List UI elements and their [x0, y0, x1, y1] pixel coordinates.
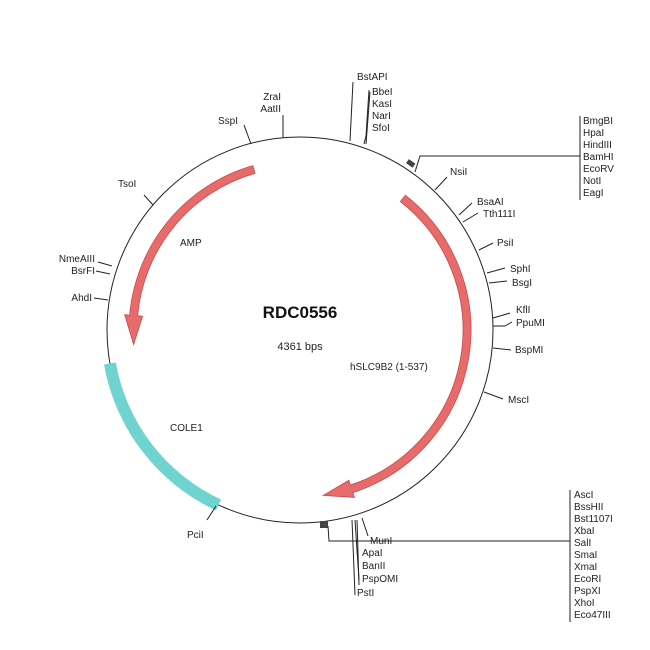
- svg-text:BsaAI: BsaAI: [477, 197, 504, 208]
- svg-text:ZraI: ZraI: [263, 92, 281, 103]
- svg-text:EcoRV: EcoRV: [583, 164, 614, 175]
- svg-text:EcoRI: EcoRI: [574, 574, 601, 585]
- site-sspi: SspI: [218, 116, 252, 145]
- svg-text:AscI: AscI: [574, 490, 593, 501]
- svg-text:PsiI: PsiI: [497, 238, 514, 249]
- site-psii: PsiI: [478, 238, 514, 251]
- svg-text:BsgI: BsgI: [512, 278, 532, 289]
- site-pcii: PciI: [187, 505, 217, 541]
- svg-text:NotI: NotI: [583, 176, 601, 187]
- svg-text:BanII: BanII: [362, 561, 385, 572]
- svg-text:BsrFI: BsrFI: [71, 266, 95, 277]
- site-bsaai-tth111i: BsaAI Tth111I: [458, 197, 515, 223]
- svg-text:AhdI: AhdI: [71, 293, 92, 304]
- svg-text:KasI: KasI: [372, 99, 392, 110]
- svg-text:NsiI: NsiI: [450, 167, 467, 178]
- svg-text:PspXI: PspXI: [574, 586, 601, 597]
- site-zrai-aatii: ZraI AatII: [260, 92, 284, 138]
- svg-text:NarI: NarI: [372, 111, 391, 122]
- svg-text:Bst1107I: Bst1107I: [574, 514, 613, 525]
- svg-text:BmgBI: BmgBI: [583, 116, 613, 127]
- mcs-cluster-1: BmgBI HpaI HindIII BamHI EcoRV NotI EagI: [406, 116, 614, 200]
- feature-label-amp: AMP: [180, 238, 202, 249]
- svg-text:ApaI: ApaI: [362, 548, 383, 559]
- svg-text:BstAPI: BstAPI: [357, 72, 388, 83]
- svg-text:SphI: SphI: [510, 264, 531, 275]
- svg-text:MscI: MscI: [508, 395, 529, 406]
- svg-text:PspOMI: PspOMI: [362, 574, 398, 585]
- svg-text:PpuMI: PpuMI: [516, 318, 545, 329]
- svg-text:PstI: PstI: [357, 588, 374, 599]
- svg-text:XbaI: XbaI: [574, 526, 595, 537]
- svg-text:BssHII: BssHII: [574, 502, 603, 513]
- site-kfli-ppumi: KflI PpuMI: [492, 305, 545, 329]
- site-cluster-top: BbeI KasI NarI SfoI: [363, 87, 393, 145]
- svg-text:Tth111I: Tth111I: [483, 209, 515, 220]
- site-bspmi: BspMI: [492, 345, 543, 356]
- plasmid-name: RDC0556: [263, 303, 338, 322]
- svg-text:SfoI: SfoI: [372, 123, 390, 134]
- svg-text:SmaI: SmaI: [574, 550, 597, 561]
- site-sphi-bsgi: SphI BsgI: [486, 264, 532, 289]
- feature-label-hslc9b2: hSLC9B2 (1-537): [350, 362, 428, 373]
- site-bstapi: BstAPI: [349, 72, 388, 142]
- mcs-cluster-2: AscI BssHII Bst1107I XbaI SalI SmaI XmaI…: [320, 490, 613, 622]
- svg-text:XmaI: XmaI: [574, 562, 597, 573]
- svg-text:AatII: AatII: [260, 104, 281, 115]
- feature-arc-amp: [124, 165, 256, 346]
- site-msci: MscI: [483, 391, 529, 406]
- svg-text:NmeAIII: NmeAIII: [59, 254, 95, 265]
- svg-text:HpaI: HpaI: [583, 128, 604, 139]
- site-nmeaiii-bsrfi: NmeAIII BsrFI: [59, 254, 113, 277]
- feature-arc-hslc9b2: [321, 194, 472, 498]
- svg-text:SspI: SspI: [218, 116, 238, 127]
- site-tsoi: TsoI: [118, 179, 154, 206]
- svg-text:BspMI: BspMI: [515, 345, 543, 356]
- plasmid-size: 4361 bps: [277, 341, 323, 353]
- svg-text:BbeI: BbeI: [372, 87, 393, 98]
- svg-text:PciI: PciI: [187, 530, 204, 541]
- site-nsii: NsiI: [434, 167, 467, 191]
- feature-arc-cole1: [104, 362, 221, 511]
- svg-text:HindIII: HindIII: [583, 140, 612, 151]
- feature-label-cole1: COLE1: [170, 423, 203, 434]
- site-cluster-bottom: MunI ApaI BanII PspOMI PstI: [351, 517, 398, 599]
- svg-text:EagI: EagI: [583, 188, 604, 199]
- site-ahdi: AhdI: [71, 293, 109, 304]
- svg-text:Eco47III: Eco47III: [574, 610, 611, 621]
- svg-text:KflI: KflI: [516, 305, 530, 316]
- svg-text:SalI: SalI: [574, 538, 591, 549]
- plasmid-backbone: [106, 136, 494, 524]
- svg-text:XhoI: XhoI: [574, 598, 595, 609]
- svg-text:MunI: MunI: [370, 536, 392, 547]
- svg-text:BamHI: BamHI: [583, 152, 614, 163]
- svg-text:TsoI: TsoI: [118, 179, 136, 190]
